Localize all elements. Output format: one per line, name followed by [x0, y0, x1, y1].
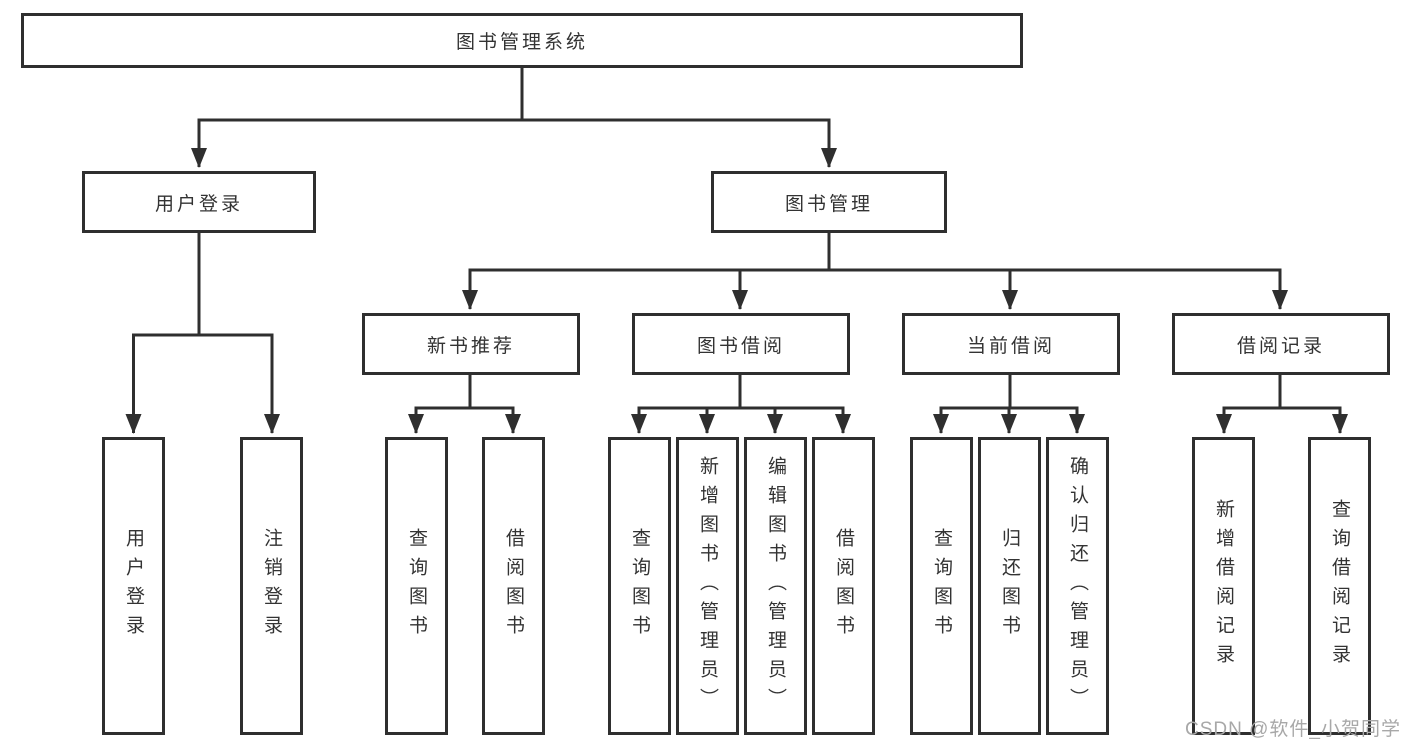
leaf-query-books-current: 查询图书 — [910, 437, 973, 735]
leaf-label: 用户登录 — [123, 528, 144, 644]
leaf-user-login: 用户登录 — [102, 437, 165, 735]
leaf-label: 确认归还（管理员） — [1067, 455, 1088, 717]
node-current-borrowing: 当前借阅 — [902, 313, 1120, 375]
node-user-login-branch: 用户登录 — [82, 171, 316, 233]
leaf-label: 借阅图书 — [503, 528, 524, 644]
leaf-add-borrow-record: 新增借阅记录 — [1192, 437, 1255, 735]
leaf-label: 编辑图书（管理员） — [765, 455, 786, 717]
leaf-label: 查询借阅记录 — [1329, 499, 1350, 673]
leaf-label: 归还图书 — [999, 528, 1020, 644]
leaf-return-books: 归还图书 — [978, 437, 1041, 735]
leaf-label: 注销登录 — [261, 528, 282, 644]
leaf-query-books-recommend: 查询图书 — [385, 437, 448, 735]
node-new-book-recommendation: 新书推荐 — [362, 313, 580, 375]
leaf-label: 新增图书（管理员） — [697, 455, 718, 717]
leaf-query-books-borrowing: 查询图书 — [608, 437, 671, 735]
leaf-borrow-books-recommend: 借阅图书 — [482, 437, 545, 735]
leaf-label: 借阅图书 — [833, 528, 854, 644]
leaf-edit-books-admin: 编辑图书（管理员） — [744, 437, 807, 735]
node-borrowing-records: 借阅记录 — [1172, 313, 1390, 375]
node-book-borrowing: 图书借阅 — [632, 313, 850, 375]
leaf-borrow-books: 借阅图书 — [812, 437, 875, 735]
leaf-label: 查询图书 — [629, 528, 650, 644]
leaf-label: 查询图书 — [931, 528, 952, 644]
leaf-logout: 注销登录 — [240, 437, 303, 735]
leaf-label: 新增借阅记录 — [1213, 499, 1234, 673]
node-book-management-branch: 图书管理 — [711, 171, 947, 233]
node-library-management-system: 图书管理系统 — [21, 13, 1023, 68]
leaf-query-borrow-record: 查询借阅记录 — [1308, 437, 1371, 735]
leaf-add-books-admin: 新增图书（管理员） — [676, 437, 739, 735]
leaf-confirm-return-admin: 确认归还（管理员） — [1046, 437, 1109, 735]
leaf-label: 查询图书 — [406, 528, 427, 644]
csdn-watermark: CSDN @软件_小贺同学 — [1185, 719, 1401, 740]
